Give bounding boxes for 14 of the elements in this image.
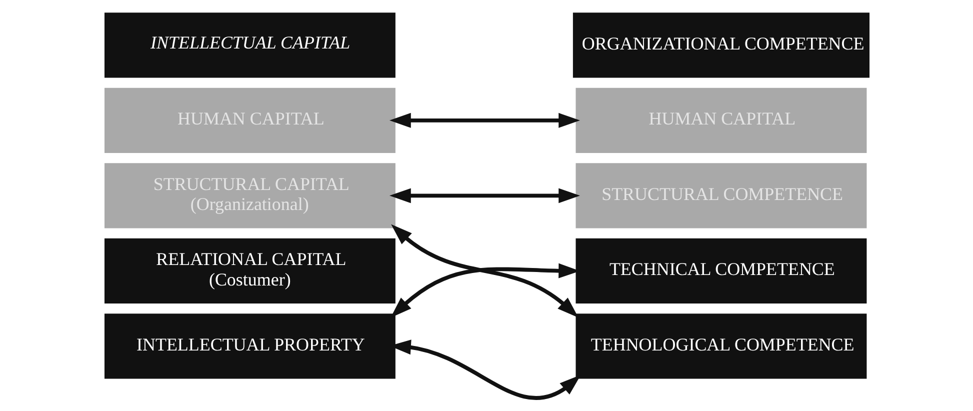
node-box: TECHNICAL COMPETENCE: [575, 238, 866, 304]
arrow: [390, 263, 580, 318]
arrow: [389, 188, 580, 204]
node-box: STRUCTURAL CAPITAL (Organizational): [104, 163, 395, 228]
node-box: ORGANIZATIONAL COMPETENCE: [572, 12, 869, 78]
node-box: HUMAN CAPITAL: [575, 88, 866, 153]
node-box: RELATIONAL CAPITAL (Costumer): [104, 238, 395, 304]
node-box: STRUCTURAL COMPETENCE: [575, 163, 866, 228]
node-box: INTELLECTUAL CAPITAL: [104, 12, 395, 78]
arrow: [389, 112, 580, 128]
node-box: HUMAN CAPITAL: [104, 88, 395, 153]
node-box: TEHNOLOGICAL COMPETENCE: [575, 314, 866, 379]
arrow: [390, 224, 578, 318]
node-box: INTELLECTUAL PROPERTY: [104, 314, 395, 379]
